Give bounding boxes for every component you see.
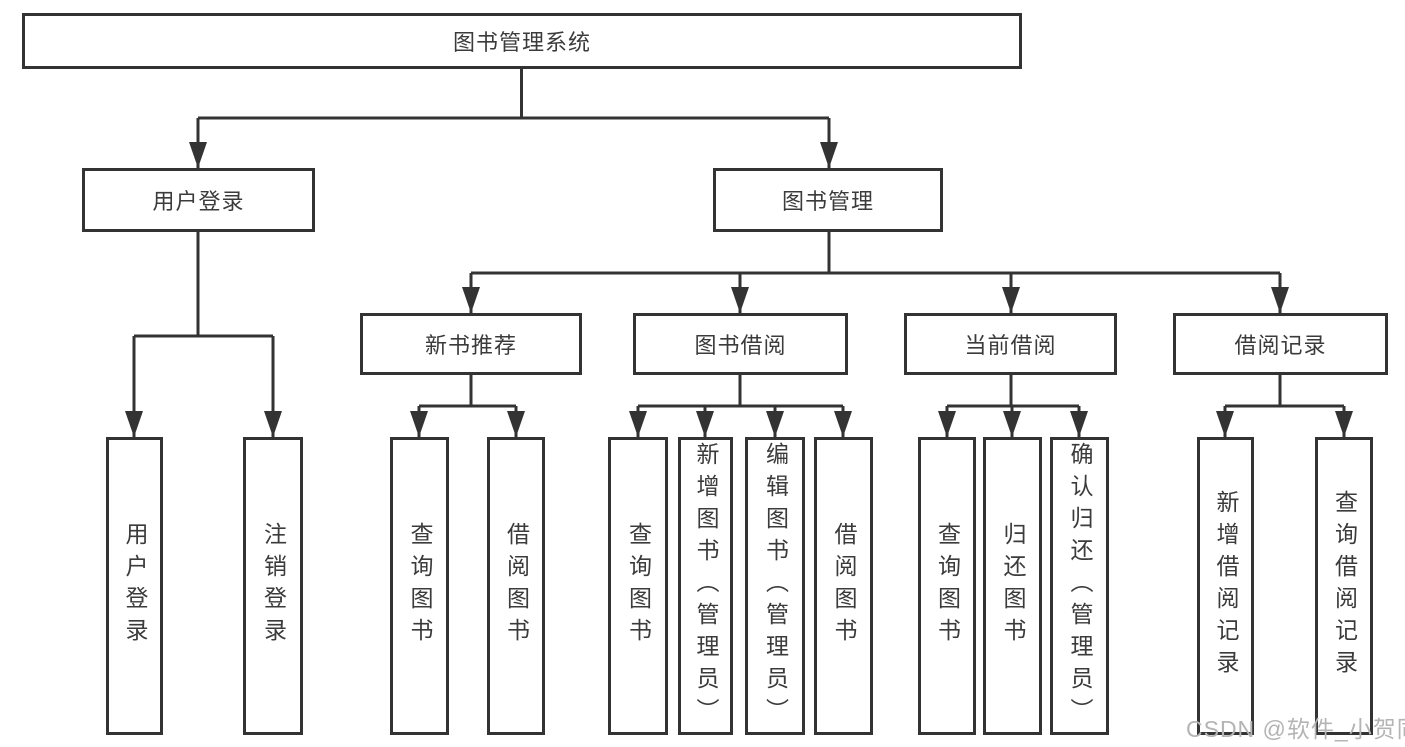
leaf-query-books-borrow: 查询图书 xyxy=(608,437,668,735)
connector-new-book-recommendation xyxy=(417,375,518,437)
connector-book-borrowing xyxy=(636,375,845,437)
leaf-return-books: 归还图书 xyxy=(983,437,1042,735)
watermark: CSDN @软件_小贺同学 xyxy=(1186,716,1405,742)
node-user-login: 用户登录 xyxy=(82,168,315,232)
leaf-borrow-books-recommend: 借阅图书 xyxy=(487,437,545,735)
leaf-logout: 注销登录 xyxy=(243,437,303,735)
leaf-query-books-recommend: 查询图书 xyxy=(390,437,449,735)
leaf-user-login: 用户登录 xyxy=(106,437,163,735)
connector-root xyxy=(196,69,831,168)
leaf-add-borrow-record: 新增借阅记录 xyxy=(1197,437,1254,735)
leaf-confirm-return-admin: 确认归还（管理员） xyxy=(1050,437,1109,735)
node-current-borrowing: 当前借阅 xyxy=(904,313,1117,375)
leaf-borrow-books-borrow: 借阅图书 xyxy=(814,437,873,735)
node-root: 图书管理系统 xyxy=(22,13,1022,69)
node-new-book-recommendation: 新书推荐 xyxy=(360,313,582,375)
leaf-query-books-current: 查询图书 xyxy=(918,437,976,735)
node-book-management: 图书管理 xyxy=(713,168,943,232)
leaf-add-book-admin: 新增图书（管理员） xyxy=(678,437,733,735)
leaf-query-borrow-record: 查询借阅记录 xyxy=(1315,437,1373,735)
connector-book-management xyxy=(469,232,1282,313)
node-book-borrowing: 图书借阅 xyxy=(633,313,848,375)
leaf-edit-book-admin: 编辑图书（管理员） xyxy=(745,437,805,735)
connector-borrowing-records xyxy=(1223,375,1346,437)
connector-user-login xyxy=(132,232,275,437)
arrowheads xyxy=(125,142,1353,437)
node-borrowing-records: 借阅记录 xyxy=(1173,313,1388,375)
